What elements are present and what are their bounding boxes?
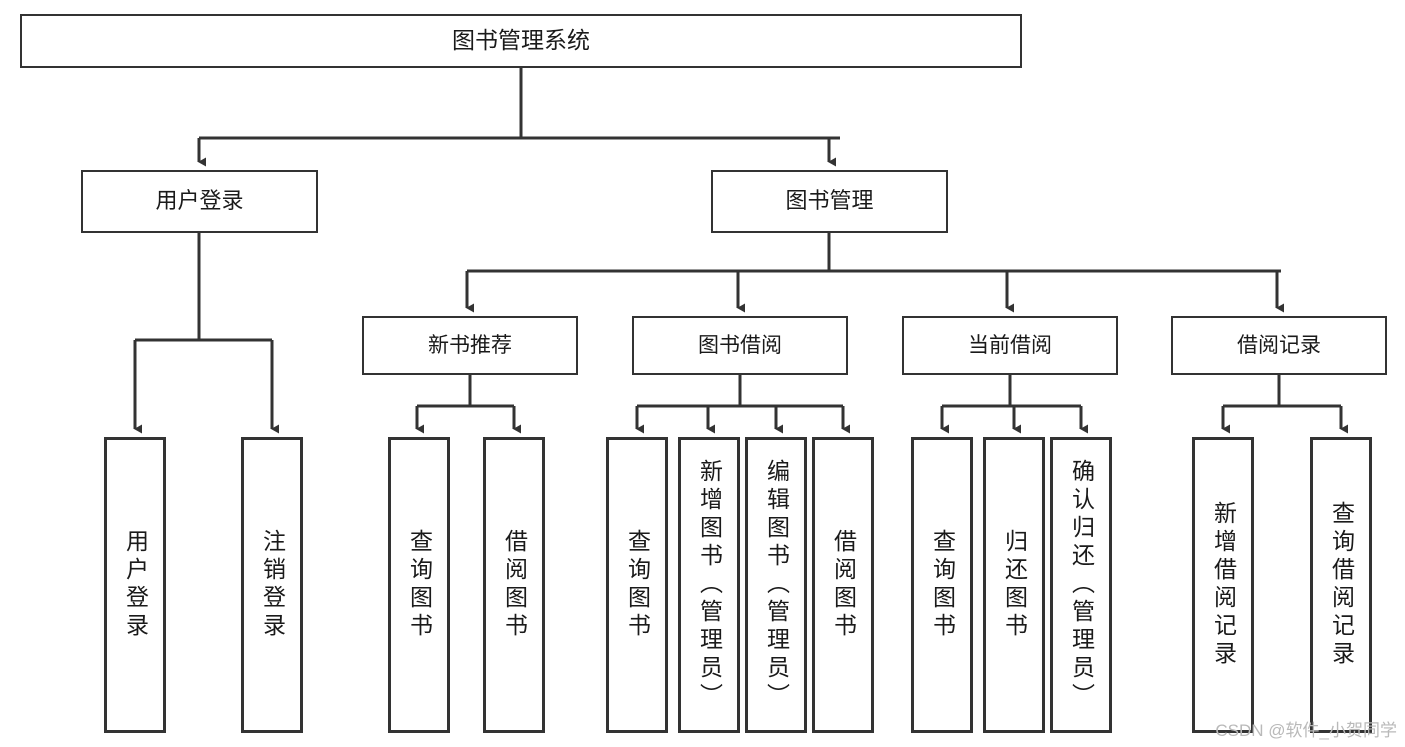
node-book-borrow[interactable]: 图书借阅 [632,316,848,375]
leaf-return-book-label: 归还图书 [1001,529,1028,641]
leaf-edit-book-admin-label: 编辑图书（管理员） [763,459,790,711]
leaf-query-book-current-label: 查询图书 [929,529,956,641]
leaf-query-borrow-record[interactable]: 查询借阅记录 [1310,437,1372,733]
leaf-query-borrow-record-label: 查询借阅记录 [1328,501,1355,669]
node-root[interactable]: 图书管理系统 [20,14,1022,68]
leaf-logout-label: 注销登录 [259,529,286,641]
leaf-query-book-borrow[interactable]: 查询图书 [606,437,668,733]
node-borrow-record-label: 借阅记录 [1237,333,1321,357]
leaf-query-book-current[interactable]: 查询图书 [911,437,973,733]
leaf-edit-book-admin[interactable]: 编辑图书（管理员） [745,437,807,733]
node-user-login-label: 用户登录 [155,188,244,214]
leaf-add-book-admin-label: 新增图书（管理员） [696,459,723,711]
node-user-login[interactable]: 用户登录 [81,170,318,233]
leaf-add-book-admin[interactable]: 新增图书（管理员） [678,437,740,733]
leaf-borrow-book-label: 借阅图书 [830,529,857,641]
leaf-query-book-recommend-label: 查询图书 [406,529,433,641]
leaf-return-book[interactable]: 归还图书 [983,437,1045,733]
leaf-query-book-recommend[interactable]: 查询图书 [388,437,450,733]
leaf-borrow-book-recommend[interactable]: 借阅图书 [483,437,545,733]
node-book-management[interactable]: 图书管理 [711,170,948,233]
leaf-add-borrow-record[interactable]: 新增借阅记录 [1192,437,1254,733]
leaf-borrow-book-recommend-label: 借阅图书 [501,529,528,641]
node-book-management-label: 图书管理 [785,188,874,214]
leaf-user-login[interactable]: 用户登录 [104,437,166,733]
leaf-logout[interactable]: 注销登录 [241,437,303,733]
leaf-borrow-book[interactable]: 借阅图书 [812,437,874,733]
node-current-borrow[interactable]: 当前借阅 [902,316,1118,375]
node-current-borrow-label: 当前借阅 [968,333,1052,357]
leaf-confirm-return-admin[interactable]: 确认归还（管理员） [1050,437,1112,733]
node-root-label: 图书管理系统 [452,27,590,54]
node-new-book-recommend-label: 新书推荐 [428,333,512,357]
node-borrow-record[interactable]: 借阅记录 [1171,316,1387,375]
leaf-query-book-borrow-label: 查询图书 [624,529,651,641]
node-new-book-recommend[interactable]: 新书推荐 [362,316,578,375]
node-book-borrow-label: 图书借阅 [698,333,782,357]
leaf-user-login-label: 用户登录 [122,529,149,641]
leaf-confirm-return-admin-label: 确认归还（管理员） [1068,459,1095,711]
leaf-add-borrow-record-label: 新增借阅记录 [1210,501,1237,669]
